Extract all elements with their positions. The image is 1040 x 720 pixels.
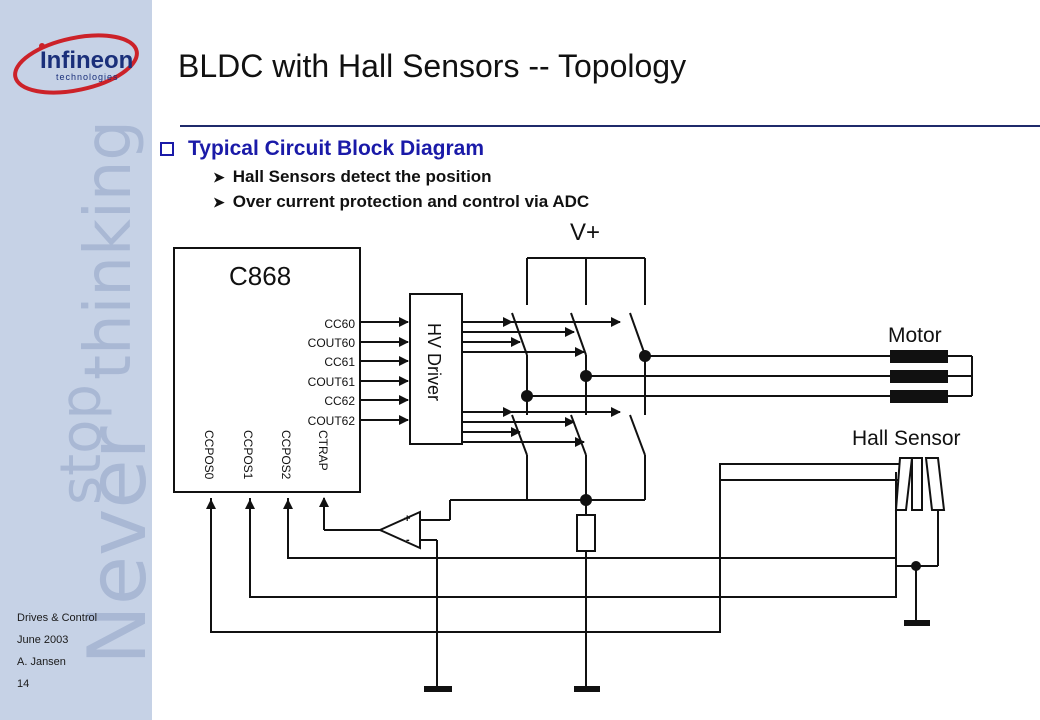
pin-ccpos1: CCPOS1 bbox=[241, 430, 255, 480]
title-divider bbox=[180, 125, 1040, 127]
footer-date: June 2003 bbox=[17, 634, 69, 646]
bullet-sub-2-text: Over current protection and control via … bbox=[232, 192, 590, 211]
hall-sensor-label: Hall Sensor bbox=[852, 427, 961, 450]
ground-symbol bbox=[904, 620, 930, 626]
checkbox-bullet-icon bbox=[160, 142, 174, 156]
supply-label: V+ bbox=[570, 219, 600, 246]
tagline-thinking: thinking bbox=[72, 120, 146, 380]
pin-cout60: COUT60 bbox=[308, 336, 356, 350]
slide-title: BLDC with Hall Sensors -- Topology bbox=[178, 48, 687, 84]
motor-label: Motor bbox=[888, 324, 942, 347]
ground-symbol bbox=[424, 686, 452, 692]
pin-cout62: COUT62 bbox=[308, 414, 356, 428]
motor-winding-b bbox=[890, 370, 948, 383]
bullet-sub-1: ➤ Hall Sensors detect the position bbox=[213, 167, 492, 187]
tagline: Never stop thinking bbox=[49, 120, 152, 665]
sidebar: Infineon technologies Never stop thinkin… bbox=[0, 0, 152, 720]
footer-page-number: 14 bbox=[17, 678, 30, 690]
pin-cout61: COUT61 bbox=[308, 375, 356, 389]
motor-winding-a bbox=[890, 350, 948, 363]
pin-cc62: CC62 bbox=[324, 394, 355, 408]
bullet-main-text: Typical Circuit Block Diagram bbox=[188, 137, 485, 160]
hv-driver-label: HV Driver bbox=[424, 323, 444, 401]
motor-winding-c bbox=[890, 390, 948, 403]
arrow-bullet-icon: ➤ bbox=[213, 194, 225, 210]
pin-ctrap: CTRAP bbox=[316, 430, 330, 471]
pin-cc60: CC60 bbox=[324, 317, 355, 331]
infineon-logo: Infineon technologies bbox=[13, 33, 139, 95]
tagline-never: Never bbox=[71, 426, 152, 665]
bullet-sub-2: ➤ Over current protection and control via… bbox=[213, 192, 589, 212]
pin-cc61: CC61 bbox=[324, 355, 355, 369]
bullet-main: Typical Circuit Block Diagram bbox=[160, 137, 484, 161]
arrow-bullet-icon: ➤ bbox=[213, 169, 225, 185]
shunt-resistor bbox=[576, 514, 596, 552]
comparator-plus: + bbox=[404, 513, 410, 525]
bullet-sub-1-text: Hall Sensors detect the position bbox=[232, 167, 492, 186]
ground-symbol bbox=[574, 686, 600, 692]
footer-department: Drives & Control bbox=[17, 612, 98, 624]
footer-author: A. Jansen bbox=[17, 656, 66, 668]
tagline-stop: stop bbox=[49, 384, 114, 505]
mcu-name: C868 bbox=[229, 261, 291, 291]
pin-ccpos2: CCPOS2 bbox=[279, 430, 293, 480]
comparator-minus: - bbox=[406, 534, 410, 546]
pin-ccpos0: CCPOS0 bbox=[202, 430, 216, 480]
logo-subtext: technologies bbox=[56, 72, 119, 82]
hv-driver-block bbox=[409, 293, 463, 445]
comparator bbox=[377, 510, 421, 550]
mcu-block bbox=[173, 247, 361, 493]
logo-name: Infineon bbox=[40, 47, 133, 74]
hall-sensor-element bbox=[894, 457, 946, 511]
